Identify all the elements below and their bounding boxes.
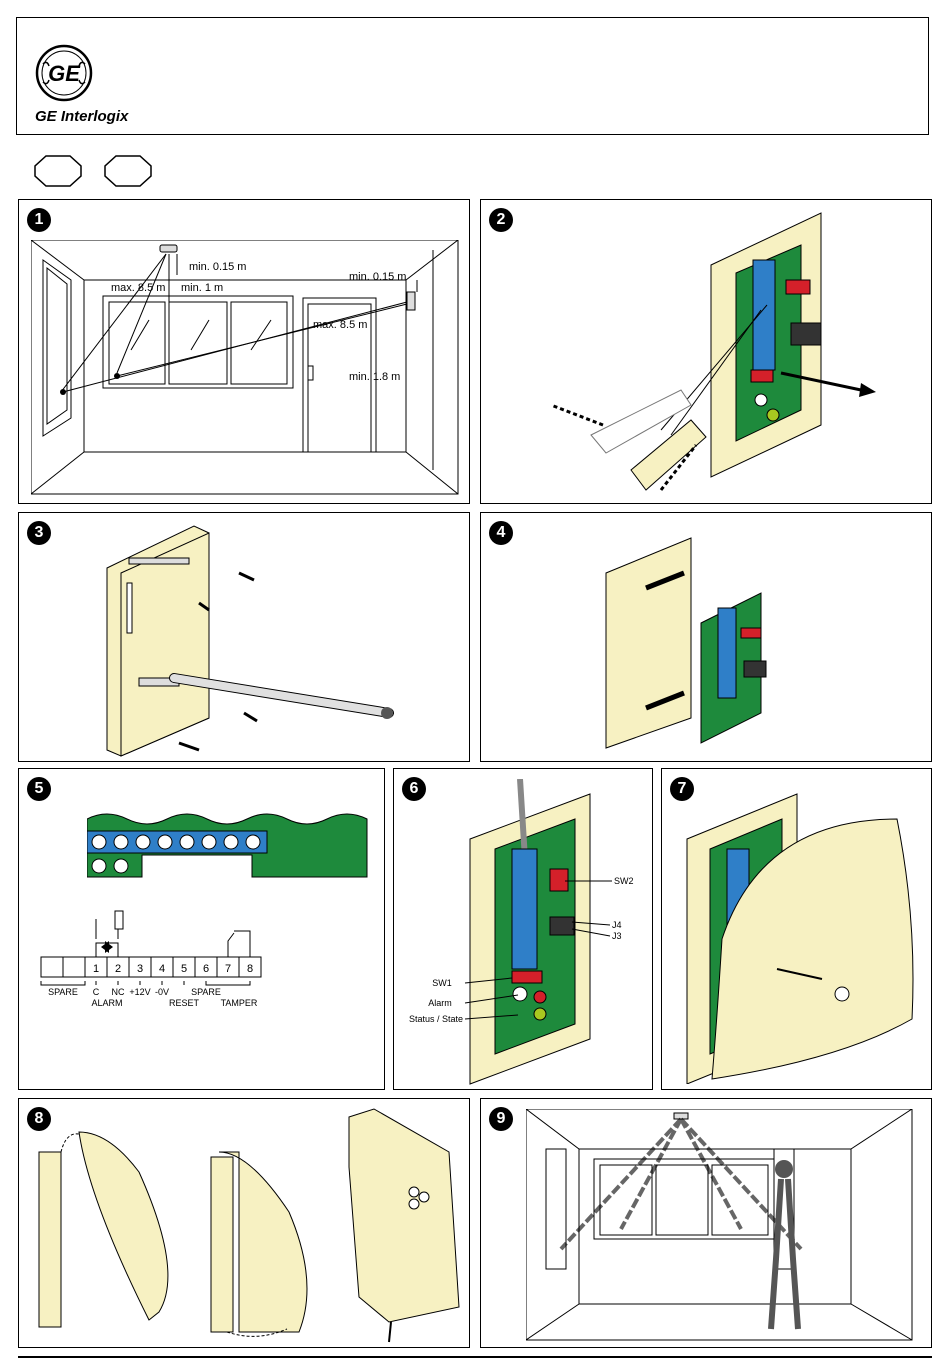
svg-text:TAMPER: TAMPER xyxy=(221,998,258,1008)
svg-text:7: 7 xyxy=(225,963,231,975)
svg-text:5: 5 xyxy=(181,963,187,975)
svg-text:4: 4 xyxy=(159,963,165,975)
svg-text:RESET: RESET xyxy=(169,998,200,1008)
board-parts-diagram: SW2 J4 J3 SW1 Alarm Status / State xyxy=(400,779,650,1089)
step-number: 5 xyxy=(27,777,51,801)
svg-text:max. 8.5 m: max. 8.5 m xyxy=(313,319,367,331)
step-6-panel: 6 SW2 J4 J3 SW1 Alarm Status / State xyxy=(393,768,653,1090)
step-number: 2 xyxy=(489,208,513,232)
svg-text:+12V: +12V xyxy=(129,987,150,997)
svg-text:6: 6 xyxy=(203,963,209,975)
svg-text:Status / State: Status / State xyxy=(409,1014,463,1024)
terminal-block-board xyxy=(87,809,377,879)
step-number: 1 xyxy=(27,208,51,232)
walk-test-illustration xyxy=(526,1109,913,1341)
step-number: 4 xyxy=(489,521,513,545)
svg-text:-0V: -0V xyxy=(155,987,169,997)
svg-text:GE: GE xyxy=(48,61,81,86)
step-4-panel: 4 xyxy=(480,512,932,762)
language-octagon-1 xyxy=(34,155,82,187)
svg-text:3: 3 xyxy=(137,963,143,975)
svg-text:1: 1 xyxy=(93,963,99,975)
svg-text:NC: NC xyxy=(112,987,125,997)
step-7-panel: 7 xyxy=(661,768,932,1090)
svg-text:max. 8.5 m: max. 8.5 m xyxy=(111,282,165,294)
ge-logo: GE xyxy=(35,44,93,102)
header-box: GE GE Interlogix xyxy=(16,17,929,135)
step-3-panel: 3 xyxy=(18,512,470,762)
svg-text:J4: J4 xyxy=(612,920,622,930)
svg-text:SW2: SW2 xyxy=(614,876,634,886)
room-mounting-diagram: min. 0.15 m min. 1 m max. 8.5 m min. 0.1… xyxy=(31,240,459,495)
svg-text:min. 0.15 m: min. 0.15 m xyxy=(189,261,246,273)
wiring-diagram: 1 2 3 4 5 6 7 8 SPARE C NC ALARM +12V -0… xyxy=(39,909,289,1019)
mount-base-illustration xyxy=(99,518,429,758)
svg-text:min. 1 m: min. 1 m xyxy=(181,282,223,294)
svg-text:SPARE: SPARE xyxy=(191,987,221,997)
svg-text:8: 8 xyxy=(247,963,253,975)
svg-text:ALARM: ALARM xyxy=(91,998,122,1008)
step-2-panel: 2 xyxy=(480,199,932,504)
footer-rule xyxy=(18,1356,932,1358)
step-8-panel: 8 xyxy=(18,1098,470,1348)
open-detector-illustration xyxy=(531,205,921,500)
svg-text:min. 1.8 m: min. 1.8 m xyxy=(349,371,400,383)
language-octagon-2 xyxy=(104,155,152,187)
insert-board-illustration xyxy=(596,533,796,753)
step-1-panel: 1 m xyxy=(18,199,470,504)
cover-fit-illustration xyxy=(682,779,927,1084)
step-5-panel: 5 1 2 3 4 5 6 7 8 xyxy=(18,768,385,1090)
brand-name: GE Interlogix xyxy=(35,108,128,125)
svg-text:Alarm: Alarm xyxy=(428,998,452,1008)
step-number: 3 xyxy=(27,521,51,545)
step-9-panel: 9 xyxy=(480,1098,932,1348)
svg-text:min. 0.15 m: min. 0.15 m xyxy=(349,271,406,283)
svg-text:J3: J3 xyxy=(612,931,622,941)
svg-text:C: C xyxy=(93,987,100,997)
svg-text:SW1: SW1 xyxy=(432,978,452,988)
cover-close-illustration xyxy=(29,1107,464,1345)
svg-text:SPARE: SPARE xyxy=(48,987,78,997)
svg-text:2: 2 xyxy=(115,963,121,975)
step-number: 9 xyxy=(489,1107,513,1131)
